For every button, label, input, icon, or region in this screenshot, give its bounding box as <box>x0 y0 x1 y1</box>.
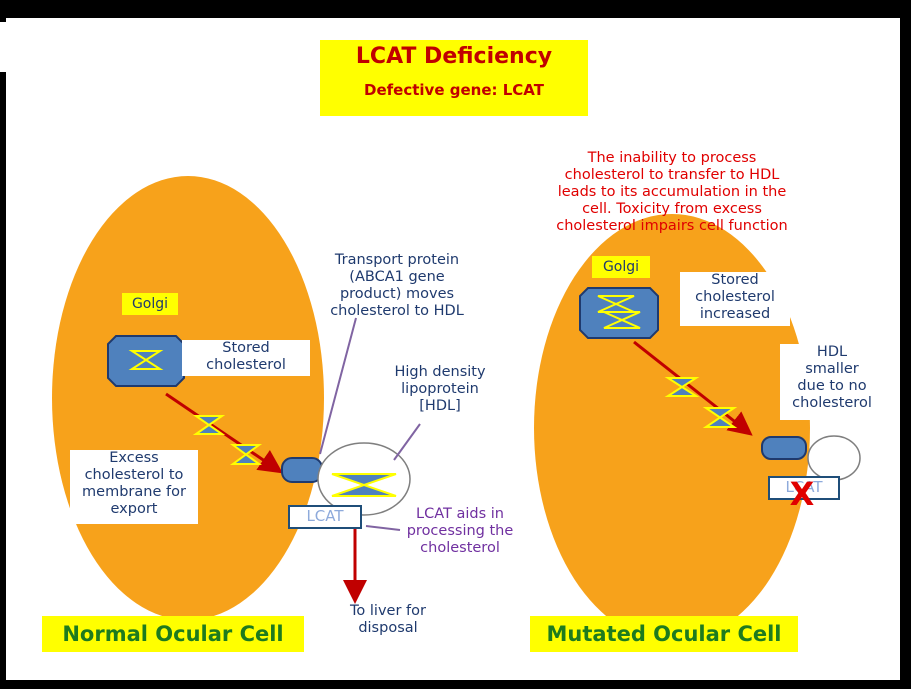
transport-callout-line <box>319 317 357 455</box>
mutated-golgi-label: Golgi <box>592 256 650 278</box>
mutated-cholesterol-crystal-1 <box>664 377 700 397</box>
hdl-annotation: High density lipoprotein [HDL] <box>394 364 486 414</box>
hdl-smaller-label: HDL smaller due to no cholesterol <box>780 344 884 420</box>
liver-annotation: To liver for disposal <box>350 603 426 636</box>
mutated-cholesterol-crystal-2 <box>702 407 738 428</box>
mutated-hdl <box>807 435 861 481</box>
lcat-defective-x-mark: X <box>789 475 815 513</box>
title-main: LCAT Deficiency <box>355 44 553 69</box>
mutated-golgi-cholesterol <box>597 295 641 329</box>
normal-cell-body <box>52 176 324 620</box>
normal-golgi-label: Golgi <box>122 293 178 315</box>
normal-lcat-label: LCAT <box>288 505 362 529</box>
inability-annotation: The inability to process cholesterol to … <box>556 150 788 234</box>
mutated-stored-cholesterol-label: Stored cholesterol increased <box>680 272 790 326</box>
hdl-callout-line <box>393 423 421 461</box>
normal-cholesterol-crystal-2 <box>229 444 263 465</box>
normal-hdl-cholesterol <box>331 473 397 497</box>
lcat-callout-line <box>365 525 401 531</box>
mutated-transporter <box>761 436 807 460</box>
lcat-aids-annotation: LCAT aids in processing the cholesterol <box>406 506 514 556</box>
transport-protein-annotation: Transport protein (ABCA1 gene product) m… <box>330 252 464 319</box>
top-left-white-band <box>0 22 20 72</box>
title-subtitle: Defective gene: LCAT <box>364 81 544 99</box>
normal-cell-caption: Normal Ocular Cell <box>42 616 304 652</box>
mutated-lcat-label: LCAT <box>768 476 840 500</box>
mutated-cell-caption: Mutated Ocular Cell <box>530 616 798 652</box>
normal-cholesterol-crystal-1 <box>192 415 226 435</box>
normal-golgi-cholesterol <box>128 350 164 370</box>
excess-cholesterol-label: Excess cholesterol to membrane for expor… <box>70 450 198 524</box>
normal-export-arrow <box>165 392 283 474</box>
normal-stored-cholesterol-label: Stored cholesterol <box>182 340 310 376</box>
mutated-export-arrow <box>633 340 753 436</box>
normal-transporter <box>281 457 323 483</box>
title-box: LCAT Deficiency Defective gene: LCAT <box>320 40 588 116</box>
